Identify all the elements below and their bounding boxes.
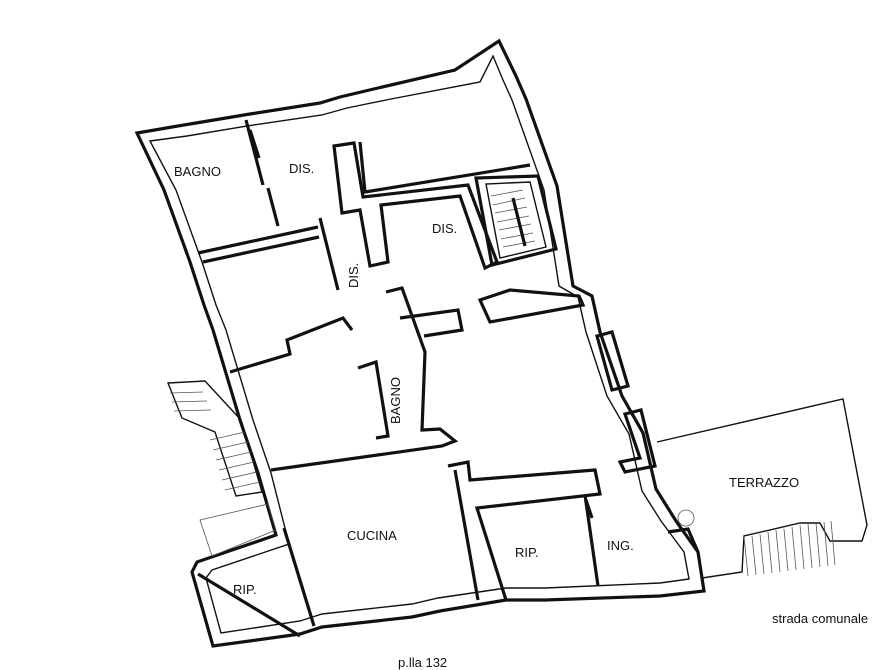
wall-lower	[197, 460, 700, 638]
terrace-outline	[656, 398, 868, 579]
wall-middle-left	[229, 286, 464, 472]
wall-right-hall	[477, 288, 657, 474]
room-label-dis-1: DIS.	[289, 161, 314, 176]
room-label-ing: ING.	[607, 538, 634, 553]
room-label-cucina: CUCINA	[347, 528, 397, 543]
room-label-bagno-2: BAGNO	[388, 377, 403, 424]
room-label-dis-2: DIS.	[432, 221, 457, 236]
stair-left	[166, 380, 277, 557]
street-label: strada comunale	[772, 611, 868, 626]
room-label-dis-vertical: DIS.	[346, 263, 361, 288]
room-label-bagno-1: BAGNO	[174, 164, 221, 179]
parcel-label: p.lla 132	[398, 655, 447, 670]
room-label-rip-1: RIP.	[233, 582, 257, 597]
room-label-rip-2: RIP.	[515, 545, 539, 560]
wall-bagno-1	[197, 119, 319, 255]
stair-upper	[490, 189, 536, 248]
room-label-terrazzo: TERRAZZO	[729, 475, 799, 490]
wall-corridor	[202, 141, 558, 291]
